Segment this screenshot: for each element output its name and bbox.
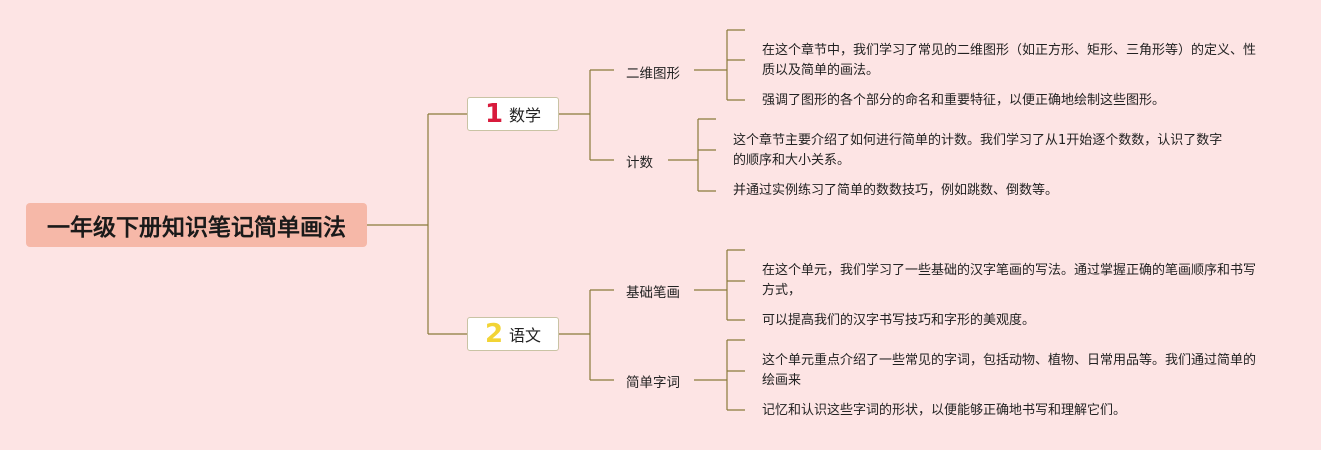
note-leaf: 记忆和认识这些字词的形状，以便能够正确地书写和理解它们。 bbox=[762, 403, 1127, 418]
note-leaf: 这个单元重点介绍了一些常见的字词，包括动物、植物、日常用品等。我们通过简单的绘画… bbox=[762, 353, 1257, 388]
note-leaf: 这个章节主要介绍了如何进行简单的计数。我们学习了从1开始逐个数数，认识了数字的顺… bbox=[733, 133, 1223, 168]
note-leaf: 可以提高我们的汉字书写技巧和字形的美观度。 bbox=[762, 313, 1036, 328]
branch-label: 语文 bbox=[509, 326, 542, 345]
branch-number-badge: 2 bbox=[484, 319, 504, 349]
branch-node-math[interactable]: 1 数学 bbox=[467, 97, 559, 131]
note-leaf: 并通过实例练习了简单的数数技巧，例如跳数、倒数等。 bbox=[733, 183, 1059, 198]
topic-node-counting[interactable]: 计数 bbox=[626, 155, 653, 171]
topic-node-basic-strokes[interactable]: 基础笔画 bbox=[626, 285, 680, 301]
note-leaf: 在这个单元，我们学习了一些基础的汉字笔画的写法。通过掌握正确的笔画顺序和书写方式… bbox=[762, 263, 1257, 298]
topic-node-simple-words[interactable]: 简单字词 bbox=[626, 375, 680, 391]
topic-node-2d-shapes[interactable]: 二维图形 bbox=[626, 66, 680, 82]
root-title: 一年级下册知识笔记简单画法 bbox=[47, 215, 346, 241]
note-leaf: 在这个章节中，我们学习了常见的二维图形（如正方形、矩形、三角形等）的定义、性质以… bbox=[762, 43, 1257, 78]
root-node[interactable]: 一年级下册知识笔记简单画法 bbox=[26, 203, 367, 247]
note-leaf: 强调了图形的各个部分的命名和重要特征，以便正确地绘制这些图形。 bbox=[762, 93, 1166, 108]
branch-number-badge: 1 bbox=[484, 99, 504, 129]
branch-label: 数学 bbox=[509, 106, 542, 125]
branch-node-chinese[interactable]: 2 语文 bbox=[467, 317, 559, 351]
